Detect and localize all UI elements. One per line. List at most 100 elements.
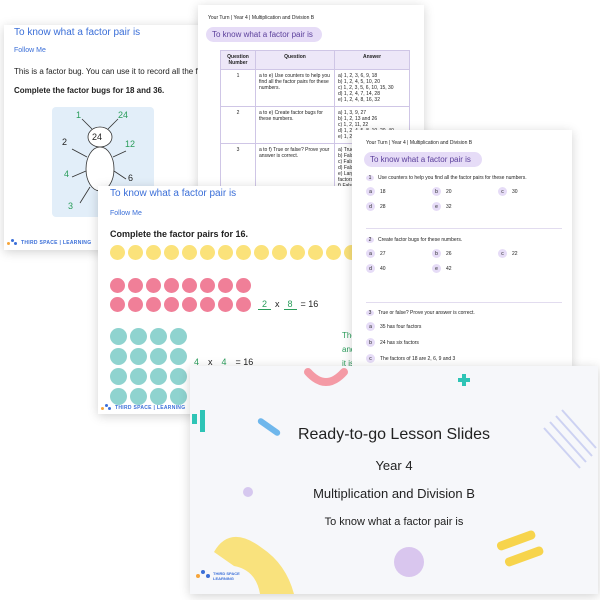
sheet-header: Your Turn | Year 4 | Multiplication and … bbox=[208, 15, 315, 21]
item-value: 20 bbox=[446, 188, 452, 195]
item-value: 42 bbox=[446, 265, 452, 272]
question-text: Create factor bugs for these numbers. bbox=[378, 237, 463, 243]
bug-factor: 2 bbox=[62, 137, 68, 147]
side-text: it is bbox=[342, 359, 354, 368]
pink-counter bbox=[200, 297, 215, 312]
yellow-counter bbox=[164, 245, 179, 260]
logo-text: THIRD SPACE bbox=[213, 570, 240, 576]
teal-counter bbox=[130, 328, 147, 345]
third-space-logo: THIRD SPACE LEARNING bbox=[196, 570, 240, 581]
yellow-counter bbox=[200, 245, 215, 260]
column-header: Answer bbox=[334, 50, 410, 70]
teal-counter bbox=[170, 328, 187, 345]
pink-counter bbox=[182, 278, 197, 293]
intro-text: This is a factor bug. You can use it to … bbox=[14, 67, 203, 76]
divider bbox=[366, 302, 562, 303]
question-text: Use counters to help you find all the fa… bbox=[378, 175, 527, 181]
item-value: The factors of 18 are 2, 6, 9 and 3 bbox=[380, 355, 456, 362]
item-value: 28 bbox=[380, 203, 386, 210]
answer-item: e 42 bbox=[432, 264, 498, 273]
item-letter-badge: c bbox=[498, 187, 507, 196]
yellow-counter bbox=[236, 245, 251, 260]
yellow-counter bbox=[128, 245, 143, 260]
teal-counter bbox=[110, 328, 127, 345]
question-sheet[interactable]: Your Turn | Year 4 | Multiplication and … bbox=[352, 130, 572, 370]
pink-counter bbox=[218, 297, 233, 312]
teal-counter bbox=[170, 348, 187, 365]
bug-center-value: 24 bbox=[92, 132, 103, 142]
logo-text: THIRD SPACE | LEARNING bbox=[21, 240, 92, 246]
yellow-pills-shape bbox=[496, 530, 544, 567]
logo-icon bbox=[7, 239, 17, 247]
question-text: True or false? Prove your answer is corr… bbox=[378, 310, 475, 316]
purple-stripes-shape bbox=[543, 409, 597, 469]
slide-factor-pairs[interactable]: To know what a factor pair is Follow Me … bbox=[98, 186, 388, 414]
teal-counter bbox=[110, 348, 127, 365]
task-text: Complete the factor pairs for 16. bbox=[110, 229, 249, 239]
pink-counter bbox=[236, 278, 251, 293]
logo-icon bbox=[101, 404, 111, 412]
teal-counter bbox=[150, 328, 167, 345]
follow-me-label: Follow Me bbox=[110, 210, 142, 217]
task-text: Complete the factor bugs for 18 and 36. bbox=[14, 86, 165, 95]
yellow-counter bbox=[146, 245, 161, 260]
objective-banner: To know what a factor pair is bbox=[14, 27, 141, 38]
table-row: 2 a to e) Create factor bugs for these n… bbox=[220, 106, 410, 144]
slide-title: Ready-to-go Lesson Slides bbox=[297, 426, 491, 443]
unit-label: Multiplication and Division B bbox=[313, 486, 475, 501]
factor-a: 2 bbox=[258, 299, 272, 310]
column-header: Question Number bbox=[220, 50, 256, 70]
item-letter-badge: d bbox=[366, 202, 375, 211]
objective-banner: To know what a factor pair is bbox=[110, 188, 237, 199]
plus-shape bbox=[458, 374, 470, 386]
divider bbox=[366, 228, 562, 229]
item-letter-badge: d bbox=[366, 264, 375, 273]
equals-16: = 16 bbox=[300, 299, 319, 309]
answer-item: d 28 bbox=[366, 202, 432, 211]
teal-counter bbox=[150, 348, 167, 365]
yellow-counters-row bbox=[110, 245, 388, 260]
item-letter-badge: b bbox=[432, 249, 441, 258]
decorative-shapes bbox=[192, 368, 597, 594]
purple-sphere bbox=[394, 547, 424, 577]
times-sign: x bbox=[275, 299, 280, 309]
yellow-counter bbox=[182, 245, 197, 260]
item-letter-badge: b bbox=[366, 338, 375, 347]
question-number-badge: 2 bbox=[366, 237, 374, 243]
pink-counter bbox=[128, 297, 143, 312]
pink-counter bbox=[200, 278, 215, 293]
logo-text-sub: LEARNING bbox=[213, 575, 234, 581]
teal-counter bbox=[150, 388, 167, 405]
teal-corner-shape bbox=[192, 410, 205, 432]
pink-counter bbox=[146, 297, 161, 312]
bug-factor: 12 bbox=[125, 139, 136, 149]
side-text: and bbox=[342, 345, 356, 354]
yellow-tube-shape bbox=[214, 536, 294, 594]
pink-counters-row-2 bbox=[110, 297, 251, 312]
item-letter-badge: e bbox=[432, 264, 441, 273]
blue-pill-shape bbox=[257, 418, 281, 436]
yellow-counter bbox=[218, 245, 233, 260]
factor-b: 8 bbox=[283, 299, 297, 310]
objective-banner: To know what a factor pair is bbox=[364, 152, 482, 167]
title-slide[interactable]: Ready-to-go Lesson Slides Year 4 Multipl… bbox=[190, 366, 598, 594]
lavender-sphere bbox=[243, 487, 253, 497]
slide-factor-bug[interactable]: To know what a factor pair is Follow Me … bbox=[4, 25, 226, 250]
question-text: a to e) Use counters to help you find al… bbox=[255, 69, 335, 107]
question-number-badge: 3 bbox=[366, 310, 374, 316]
logo-text: THIRD SPACE | LEARNING bbox=[115, 405, 186, 411]
pink-counter bbox=[164, 297, 179, 312]
item-letter-badge: b bbox=[432, 187, 441, 196]
times-sign: x bbox=[208, 357, 213, 367]
item-value: 24 has six factors bbox=[380, 339, 419, 346]
yellow-counter bbox=[308, 245, 323, 260]
question-text: a to e) Create factor bugs for these num… bbox=[255, 106, 335, 144]
bug-factor: 24 bbox=[118, 110, 129, 120]
